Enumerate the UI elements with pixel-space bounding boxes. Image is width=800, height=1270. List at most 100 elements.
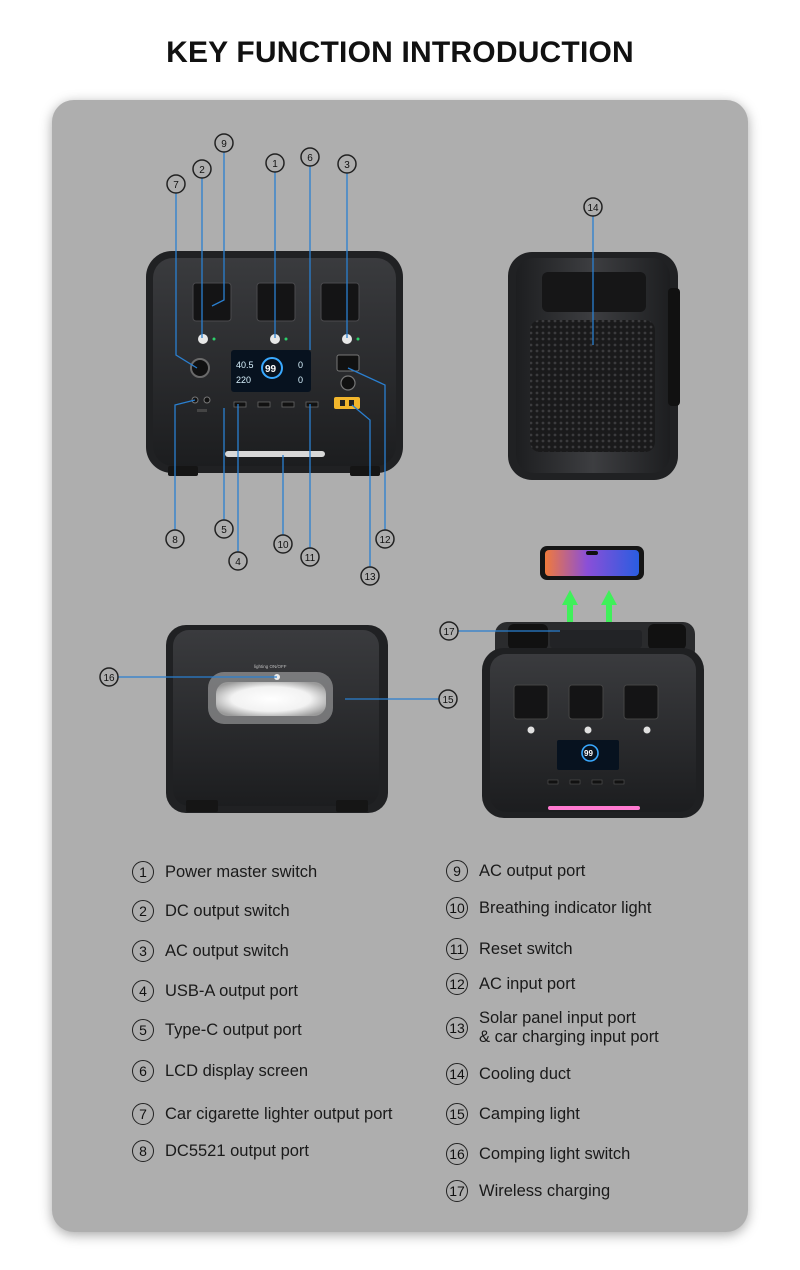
marker-15: 15: [438, 689, 458, 709]
lcd-left-bottom: 220: [236, 375, 251, 385]
svg-text:8: 8: [172, 535, 178, 546]
legend-label: Solar panel input port & car charging in…: [479, 1009, 659, 1046]
legend-label: Type-C output port: [165, 1020, 302, 1039]
svg-text:3: 3: [344, 160, 350, 171]
legend-number: 9: [446, 860, 468, 882]
light-switch-label: lighting ON/OFF: [254, 664, 287, 669]
marker-6: 6: [300, 147, 320, 167]
svg-text:7: 7: [173, 180, 179, 191]
wireless-view-battery-percent: 99: [584, 749, 593, 758]
wireless-charging-pad: [550, 630, 642, 648]
legend-item-17: 17 Wireless charging: [446, 1180, 610, 1202]
cooling-vent: [530, 320, 655, 452]
legend-number: 16: [446, 1143, 468, 1165]
lcd-left-top: 40.5: [236, 360, 254, 370]
marker-3: 3: [337, 154, 357, 174]
arrow-up-icon: [562, 590, 578, 634]
legend-item-6: 6 LCD display screen: [132, 1060, 308, 1082]
legend-number: 13: [446, 1017, 468, 1039]
device-front-view: 40.5 220 99 0 0: [146, 251, 403, 476]
svg-text:14: 14: [587, 203, 599, 214]
lcd-screen: [231, 350, 311, 392]
smartphone: [540, 546, 644, 580]
legend-number: 17: [446, 1180, 468, 1202]
arrow-up-icon: [601, 590, 617, 634]
ac-socket-right: [320, 282, 360, 322]
marker-11: 11: [300, 547, 320, 567]
legend-number: 11: [446, 938, 468, 960]
legend-item-2: 2 DC output switch: [132, 900, 290, 922]
legend-number: 8: [132, 1140, 154, 1162]
lcd-right-bottom: 0: [298, 375, 303, 385]
legend-item-15: 15 Camping light: [446, 1103, 580, 1125]
legend-label: USB-A output port: [165, 981, 298, 1000]
legend-item-13: 13 Solar panel input port & car charging…: [446, 1009, 659, 1047]
legend-item-9: 9 AC output port: [446, 860, 585, 882]
solar-input-port: [334, 397, 360, 409]
marker-4: 4: [228, 551, 248, 571]
svg-text:17: 17: [443, 627, 455, 638]
legend-number: 7: [132, 1103, 154, 1125]
legend-label: LCD display screen: [165, 1061, 309, 1080]
marker-7: 7: [166, 174, 186, 194]
device-side-view: [508, 252, 680, 480]
svg-text:4: 4: [235, 557, 241, 568]
legend-number: 15: [446, 1103, 468, 1125]
svg-text:11: 11: [305, 553, 316, 564]
legend-label: Reset switch: [479, 939, 573, 958]
svg-text:6: 6: [307, 153, 313, 164]
marker-1: 1: [265, 153, 285, 173]
marker-10: 10: [273, 534, 293, 554]
lcd-right-top: 0: [298, 360, 303, 370]
page-title: KEY FUNCTION INTRODUCTION: [166, 36, 634, 69]
ac-socket-left: [192, 282, 232, 322]
legend-number: 6: [132, 1060, 154, 1082]
legend-label: Wireless charging: [479, 1181, 611, 1200]
legend-number: 3: [132, 940, 154, 962]
svg-text:15: 15: [442, 695, 454, 706]
ac-socket-middle: [256, 282, 296, 322]
callout-markers: 1 2 3 4 5 6 7 8 9 10 11 12 13 14 15 16 1…: [99, 133, 603, 709]
legend-label: Breathing indicator light: [479, 898, 652, 917]
legend-number: 1: [132, 861, 154, 883]
ac-switch-button: [342, 334, 352, 344]
svg-text:5: 5: [221, 525, 227, 536]
legend-label: Comping light switch: [479, 1144, 631, 1163]
legend-label: DC output switch: [165, 901, 290, 920]
legend-label: AC output switch: [165, 941, 289, 960]
legend-item-8: 8 DC5521 output port: [132, 1140, 309, 1162]
device-light-view: lighting ON/OFF: [166, 625, 388, 813]
svg-text:2: 2: [199, 165, 205, 176]
svg-text:12: 12: [379, 535, 391, 546]
legend-item-1: 1 Power master switch: [132, 861, 317, 883]
car-lighter-port: [190, 358, 210, 378]
legend-number: 4: [132, 980, 154, 1002]
legend-item-12: 12 AC input port: [446, 973, 575, 995]
legend-label: Power master switch: [165, 862, 318, 881]
legend-number: 12: [446, 973, 468, 995]
svg-text:13: 13: [364, 572, 376, 583]
camping-light: [216, 682, 326, 716]
svg-text:16: 16: [103, 673, 115, 684]
legend-item-14: 14 Cooling duct: [446, 1063, 571, 1085]
legend-label: Camping light: [479, 1104, 580, 1123]
marker-14: 14: [583, 197, 603, 217]
svg-text:1: 1: [272, 159, 278, 170]
marker-5: 5: [214, 519, 234, 539]
legend-label: Car cigarette lighter output port: [165, 1104, 393, 1123]
legend-item-10: 10 Breathing indicator light: [446, 897, 651, 919]
marker-2: 2: [192, 159, 212, 179]
breathing-light: [225, 451, 325, 457]
marker-9: 9: [214, 133, 234, 153]
legend-number: 14: [446, 1063, 468, 1085]
device-wireless-view: 99: [482, 546, 704, 818]
callout-lines: [118, 152, 594, 700]
legend-label: DC5521 output port: [165, 1141, 310, 1160]
svg-text:9: 9: [221, 139, 227, 150]
legend-item-11: 11 Reset switch: [446, 938, 573, 960]
legend-label: AC output port: [479, 861, 586, 880]
lcd-battery-percent: 99: [265, 364, 277, 375]
legend-label: Cooling duct: [479, 1064, 571, 1083]
marker-16: 16: [99, 667, 119, 687]
